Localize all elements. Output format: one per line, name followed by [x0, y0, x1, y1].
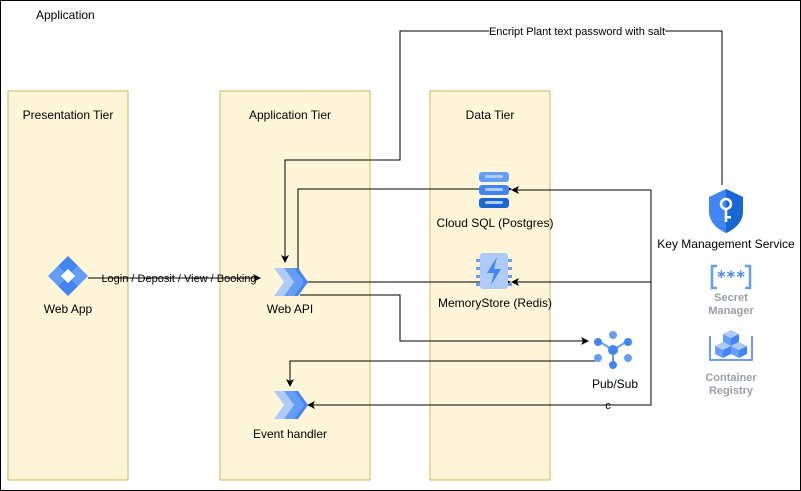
edge-encrypt-label: Encript Plant text password with salt [489, 26, 665, 38]
event-handler-label: Event handler [253, 427, 327, 441]
edges [88, 30, 723, 409]
secret-manager-icon: *** [710, 264, 752, 290]
web-app-icon [48, 256, 88, 296]
key-management-icon [709, 189, 743, 233]
pubsub-icon [594, 331, 632, 369]
memorystore-icon [476, 253, 512, 289]
edge-trunk-to-eventhandler [307, 190, 652, 409]
web-api-label: Web API [267, 302, 313, 316]
edge-webapi-to-pubsub [300, 294, 589, 345]
edge-pubsub-label: c [605, 400, 611, 412]
node-secret-manager[interactable]: *** Secret Manager [708, 264, 754, 317]
svg-text:***: *** [717, 267, 746, 286]
cloud-sql-label: Cloud SQL (Postgres) [437, 216, 554, 230]
pubsub-label: Pub/Sub [592, 377, 638, 391]
event-handler-icon [274, 391, 308, 419]
secret-manager-label-line1: Secret [714, 292, 748, 304]
web-app-label: Web App [44, 302, 93, 316]
container-registry-label-line2: Registry [709, 385, 754, 397]
memorystore-label: MemoryStore (Redis) [438, 296, 552, 310]
node-web-app[interactable]: Web App [44, 256, 93, 316]
tier-presentation-label: Presentation Tier [23, 108, 114, 122]
edge-encrypt-label-bg [489, 23, 665, 38]
edge-webapi-cloudsql [294, 185, 512, 275]
container-registry-label-line1: Container [705, 372, 757, 384]
edge-kms-to-webapi [281, 30, 723, 263]
container-registry-icon [709, 330, 753, 361]
edge-login-label: Login / Deposit / View / Booking [101, 273, 256, 285]
web-api-icon [274, 268, 308, 296]
kms-label: Key Management Service [657, 237, 795, 251]
node-container-registry[interactable]: Container Registry [705, 330, 757, 397]
secret-manager-label-line2: Manager [708, 305, 754, 317]
tier-application-label: Application Tier [249, 108, 331, 122]
node-event-handler[interactable]: Event handler [253, 391, 327, 441]
cloud-sql-icon [479, 172, 509, 208]
node-kms[interactable]: Key Management Service [657, 189, 795, 251]
node-pubsub[interactable]: Pub/Sub [592, 331, 638, 391]
node-cloud-sql[interactable]: Cloud SQL (Postgres) [437, 172, 554, 230]
tier-data-label: Data Tier [466, 108, 515, 122]
edge-pubsub-to-eventhandler [286, 360, 595, 387]
frame-title: Application [36, 8, 95, 22]
node-web-api[interactable]: Web API [267, 268, 313, 316]
node-memorystore[interactable]: MemoryStore (Redis) [438, 253, 552, 310]
